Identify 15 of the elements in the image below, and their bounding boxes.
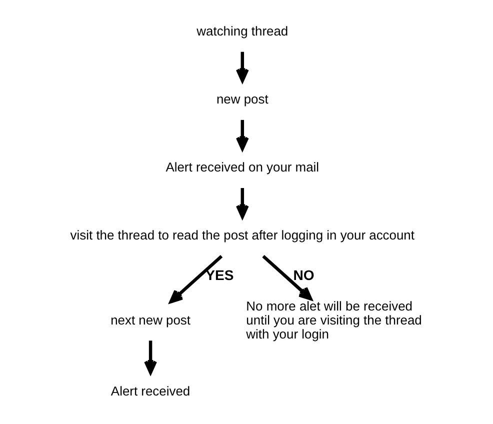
arrow	[235, 188, 248, 218]
arrow	[144, 340, 157, 374]
arrow	[168, 254, 222, 304]
node-text: No more alet will be received until you are visiting the thread with your login	[246, 298, 422, 342]
arrow	[235, 52, 248, 82]
node-text: next new post	[110, 312, 190, 328]
node-text: watching thread	[196, 23, 288, 38]
node-text: new post	[216, 91, 268, 106]
arrow	[262, 254, 312, 300]
node-text: visit the thread to read the post after logging in your account	[70, 228, 414, 243]
arrow	[235, 120, 248, 150]
node-text: Alert received	[110, 383, 190, 398]
node-text: Alert received on your mail	[165, 160, 319, 175]
edge-label: NO	[292, 266, 314, 283]
edge-label: YES	[205, 266, 234, 283]
